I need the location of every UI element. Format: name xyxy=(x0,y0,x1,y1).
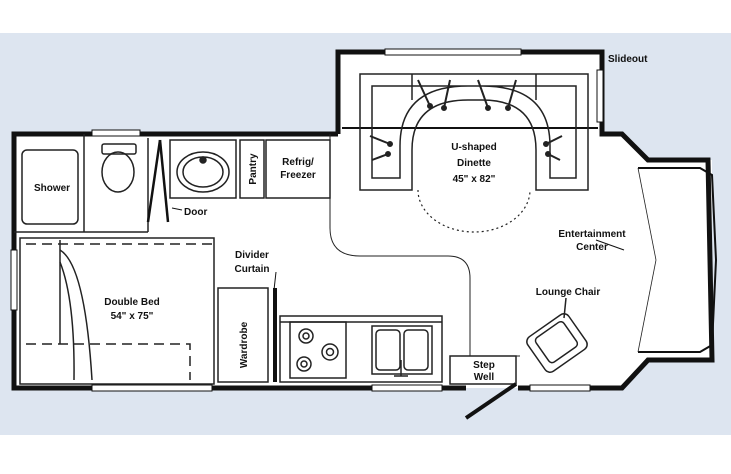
toilet-icon xyxy=(101,143,137,193)
refrig-label-line-2: Freezer xyxy=(280,170,316,181)
door-label: Door xyxy=(184,207,207,218)
floor-interior xyxy=(16,54,712,388)
divider-label-line-1: Divider xyxy=(235,250,269,261)
entertainment-label-line-1: Entertainment xyxy=(558,229,626,240)
divider-label-line-2: Curtain xyxy=(235,264,270,275)
entertainment-label-line-2: Center xyxy=(576,242,608,253)
lounge-chair-label: Lounge Chair xyxy=(536,287,601,298)
step-well-label-line-1: Step xyxy=(473,360,495,371)
windows xyxy=(10,48,604,392)
sink-icon xyxy=(169,139,237,199)
entertainment-label-leader xyxy=(595,239,625,251)
door-icon xyxy=(146,139,170,223)
refrig-label-line-1: Refrig/ xyxy=(282,157,314,168)
cab-wall xyxy=(638,167,718,353)
dinette-seatbelts xyxy=(369,79,563,161)
step-well xyxy=(449,355,517,385)
shower-label: Shower xyxy=(34,183,70,194)
pantry-label: Pantry xyxy=(248,153,259,185)
entry-door-icon xyxy=(464,382,518,420)
dinette-label-line-3: 45" x 82" xyxy=(453,174,496,185)
cab-diagonal-bottom xyxy=(637,259,657,353)
dinette-seating xyxy=(359,73,589,191)
kitchen-sink-icon xyxy=(371,325,433,377)
dinette-label-line-1: U-shaped xyxy=(451,142,497,153)
stove-icon xyxy=(289,321,347,379)
bed xyxy=(19,237,215,385)
bed-label-line-2: 54" x 75" xyxy=(111,311,154,322)
dinette-label-line-2: Dinette xyxy=(457,158,491,169)
labels: Slideout U-shaped Dinette 45" x 82" Show… xyxy=(34,54,648,383)
wardrobe-label: Wardrobe xyxy=(239,321,250,368)
bed-label-line-1: Double Bed xyxy=(104,297,160,308)
divider-label-leader xyxy=(273,271,277,291)
refrigerator xyxy=(265,139,331,199)
lounge-chair-icon xyxy=(526,297,588,373)
wardrobe-cabinet xyxy=(217,287,269,383)
step-well-label-line-2: Well xyxy=(474,372,495,383)
cab-diagonal-top xyxy=(637,167,657,261)
slideout-label: Slideout xyxy=(608,54,648,65)
door-label-leader xyxy=(171,207,183,211)
pantry-cabinet xyxy=(239,139,265,199)
slideout-floor-outline xyxy=(329,134,520,357)
